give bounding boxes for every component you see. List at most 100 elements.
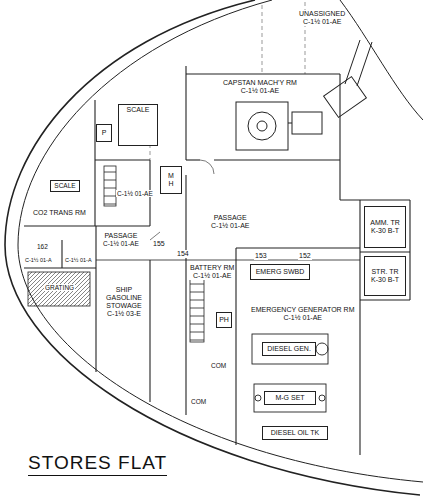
hull: [5, 0, 423, 495]
equipment-box: EMERG SWBD: [250, 264, 310, 280]
deck-edge: [340, 0, 423, 120]
frame-lines: [150, 2, 305, 258]
compartment: PASSAGEC-1½ 01-AE: [188, 162, 338, 244]
ladders: [190, 316, 204, 317]
equipment-box: AMM. TRK-30 B-T: [364, 206, 406, 248]
equipment-name: STR. TR: [371, 268, 398, 276]
room-name: UNASSIGNED: [299, 10, 345, 18]
compartment-label: SHIP GASOLINE STOWAGEC-1½ 03-E: [99, 286, 149, 318]
room-name: EMERGENCY GENERATOR RM: [251, 306, 354, 314]
bulkheads: [360, 251, 410, 252]
bulkheads: [339, 74, 340, 200]
compartment-number: C-1½ 01-AE: [190, 272, 234, 280]
bulkheads: [61, 240, 62, 268]
drawing-title: STORES FLAT: [28, 452, 167, 476]
compartment-label: PASSAGEC-1½ 01-AE: [102, 232, 140, 248]
bulkheads: [200, 160, 214, 174]
equipment-box: SCALE: [118, 104, 158, 146]
equipment-name: AMM. TR: [370, 219, 399, 227]
frame-number: 154: [176, 250, 190, 258]
bulkheads: [150, 232, 160, 240]
diesel-engine: [252, 334, 328, 364]
room-name: SHIP GASOLINE STOWAGE: [100, 286, 148, 310]
room-name: BATTERY RM: [190, 264, 234, 272]
ladders: [104, 180, 116, 181]
ladders: [190, 324, 204, 325]
ladders: [190, 292, 204, 293]
room-name: CO2 TRANS RM: [33, 209, 86, 217]
equipment-name: PH: [219, 316, 229, 324]
compartment: PASSAGEC-1½ 01-AE: [100, 230, 146, 256]
equipment-box: PH: [216, 312, 232, 328]
deck-edge: [340, 0, 423, 120]
equipment-name: SCALE: [127, 106, 150, 114]
compartment-label: EMERGENCY GENERATOR RMC-1½ 01-AE: [250, 306, 355, 322]
compartment: UNASSIGNEDC-1½ 01-AE: [262, 6, 402, 72]
equipment-box: M H: [160, 166, 182, 194]
room-name: CAPSTAN MACH'Y RM: [223, 79, 297, 87]
equipment-name: K-30 B-T: [371, 227, 399, 235]
bulkheads: [186, 73, 340, 74]
equipment-name: P: [102, 129, 107, 137]
compartment-label: CAPSTAN MACH'Y RMC-1½ 01-AE: [222, 79, 298, 95]
equipment-box: P: [96, 124, 112, 142]
compartment-number: C-1½ 01-AE: [299, 18, 345, 26]
equipment-box: M-G SET: [264, 391, 316, 405]
equipment-name: K-30 B-T: [371, 276, 399, 284]
bulkheads: [185, 66, 186, 160]
equipment-box: STR. TRK-30 B-T: [364, 256, 406, 296]
bulkheads: [360, 299, 410, 300]
diesel-engine: [255, 395, 261, 401]
diesel-engine: [316, 343, 328, 355]
ladders: [104, 172, 116, 173]
note-label: COM: [190, 398, 207, 405]
equipment-box: DIESEL GEN.: [262, 342, 316, 356]
capstan-machinery: [236, 102, 322, 150]
compartment-label: UNASSIGNEDC-1½ 01-AE: [298, 10, 346, 26]
ladders: [104, 188, 116, 189]
bulkheads: [340, 199, 410, 200]
ladders: [190, 308, 204, 309]
bulkheads: [186, 159, 200, 160]
frame-number: 155: [152, 240, 166, 248]
compartment: SHIP GASOLINE STOWAGEC-1½ 03-E: [98, 280, 148, 340]
equipment-name: SCALE: [54, 182, 75, 189]
capstan-machinery: [292, 112, 322, 134]
ladders: [190, 340, 204, 341]
bulkheads: [94, 100, 95, 226]
bulkheads: [359, 200, 360, 300]
equipment-name: DIESEL OIL TK: [271, 429, 319, 437]
ladders: [104, 204, 116, 205]
windlass: [357, 42, 372, 86]
ladders: [190, 270, 204, 342]
equipment-name: DIESEL GEN.: [267, 345, 311, 353]
grating-label: GRATING: [44, 284, 75, 291]
windlass: [345, 40, 360, 84]
frame-number: 153: [254, 252, 268, 260]
ladders: [190, 332, 204, 333]
windlass: [324, 40, 372, 117]
ladders: [104, 196, 116, 197]
capstan-machinery: [236, 102, 288, 150]
equipment-box: SCALE: [50, 180, 80, 192]
ladders: [104, 166, 116, 206]
compartment-label: PASSAGEC-1½ 01-AE: [210, 214, 251, 230]
equipment-name: M H: [166, 172, 176, 188]
compartment-label: BATTERY RMC-1½ 01-AE: [189, 264, 235, 280]
equipment-name: EMERG SWBD: [256, 268, 305, 276]
bulkheads: [24, 66, 410, 455]
bulkheads: [24, 225, 150, 226]
ladders: [190, 284, 204, 285]
compartment-number: C-1½ 01-AE: [103, 240, 139, 247]
compartment-number: C-1½ 03-E: [100, 310, 148, 318]
frame-number: 162: [36, 243, 49, 250]
frame-lines: [262, 5, 263, 74]
bulkheads: [149, 260, 150, 402]
equipment-box: DIESEL OIL TK: [262, 426, 328, 440]
bulkheads: [214, 159, 340, 160]
compartment-number: C-1½ 01-AE: [211, 222, 250, 230]
diesel-engine: [319, 395, 325, 401]
compartment-number: C-1½ 01-A: [24, 257, 53, 263]
